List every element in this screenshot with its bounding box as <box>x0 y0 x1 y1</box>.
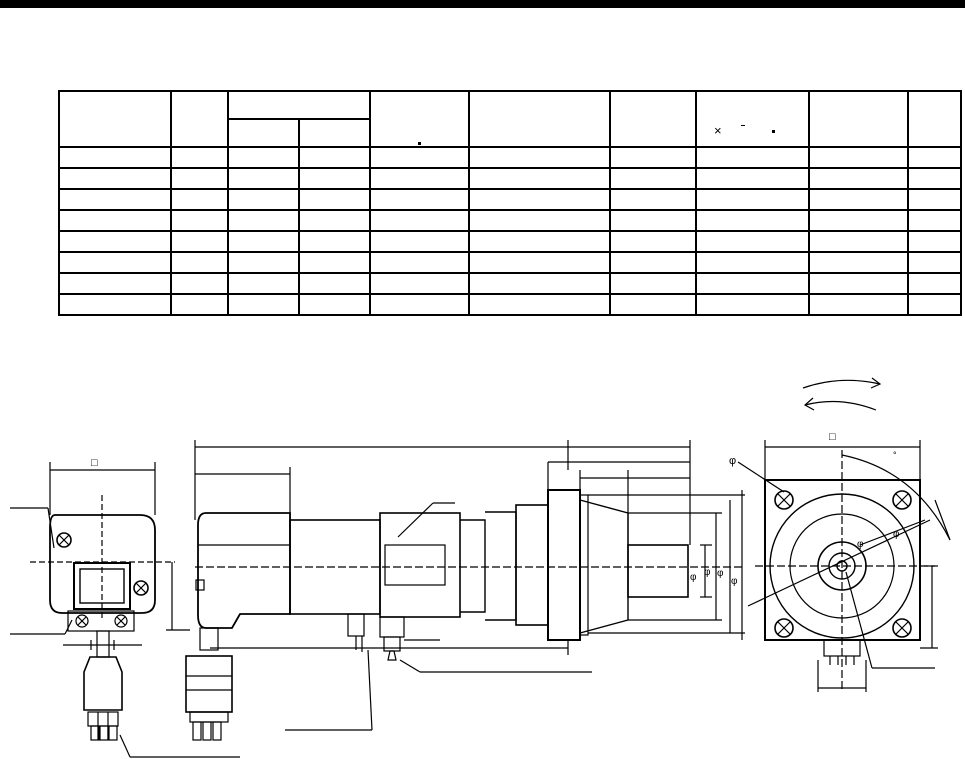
table-row <box>58 209 962 232</box>
table-row <box>58 230 962 253</box>
table-row <box>58 293 962 316</box>
diameter-symbol: φ <box>690 572 697 583</box>
header-cell <box>58 90 172 148</box>
header-cell <box>227 118 300 148</box>
flange-end-view <box>737 440 951 692</box>
table-row <box>58 167 962 190</box>
motor-side-view <box>185 440 745 741</box>
header-dot-mark <box>418 142 421 145</box>
diameter-symbol: φ <box>717 568 724 579</box>
diameter-symbol: φ <box>857 539 864 550</box>
header-cell <box>468 90 611 148</box>
header-cell <box>907 90 962 148</box>
header-cell-group <box>227 90 371 120</box>
diameter-symbol: φ <box>704 567 711 578</box>
diameter-symbol: φ <box>731 576 738 587</box>
rotation-arrows <box>802 377 882 411</box>
header-cell <box>695 90 810 148</box>
table-subheader-row <box>59 118 961 148</box>
table-row <box>58 188 962 211</box>
table-row <box>58 272 962 295</box>
table-header-row <box>58 90 962 148</box>
square-symbol: □ <box>91 457 98 469</box>
square-symbol: □ <box>829 431 836 443</box>
times-symbol: × <box>714 123 722 138</box>
header-cell <box>609 90 697 148</box>
header-cell <box>170 90 229 148</box>
header-dash-mark <box>741 125 745 126</box>
diameter-symbol: φ <box>893 529 900 540</box>
table-row <box>58 251 962 274</box>
degree-symbol: ° <box>893 450 897 460</box>
header-cell <box>298 118 371 148</box>
table-row <box>58 146 962 169</box>
header-dot-mark <box>772 130 775 133</box>
header-cell <box>808 90 909 148</box>
connector-end-view <box>10 462 240 758</box>
specification-table <box>58 90 962 316</box>
page-top-rule <box>0 0 965 8</box>
header-cell <box>369 90 470 148</box>
diameter-symbol: φ <box>729 455 737 467</box>
